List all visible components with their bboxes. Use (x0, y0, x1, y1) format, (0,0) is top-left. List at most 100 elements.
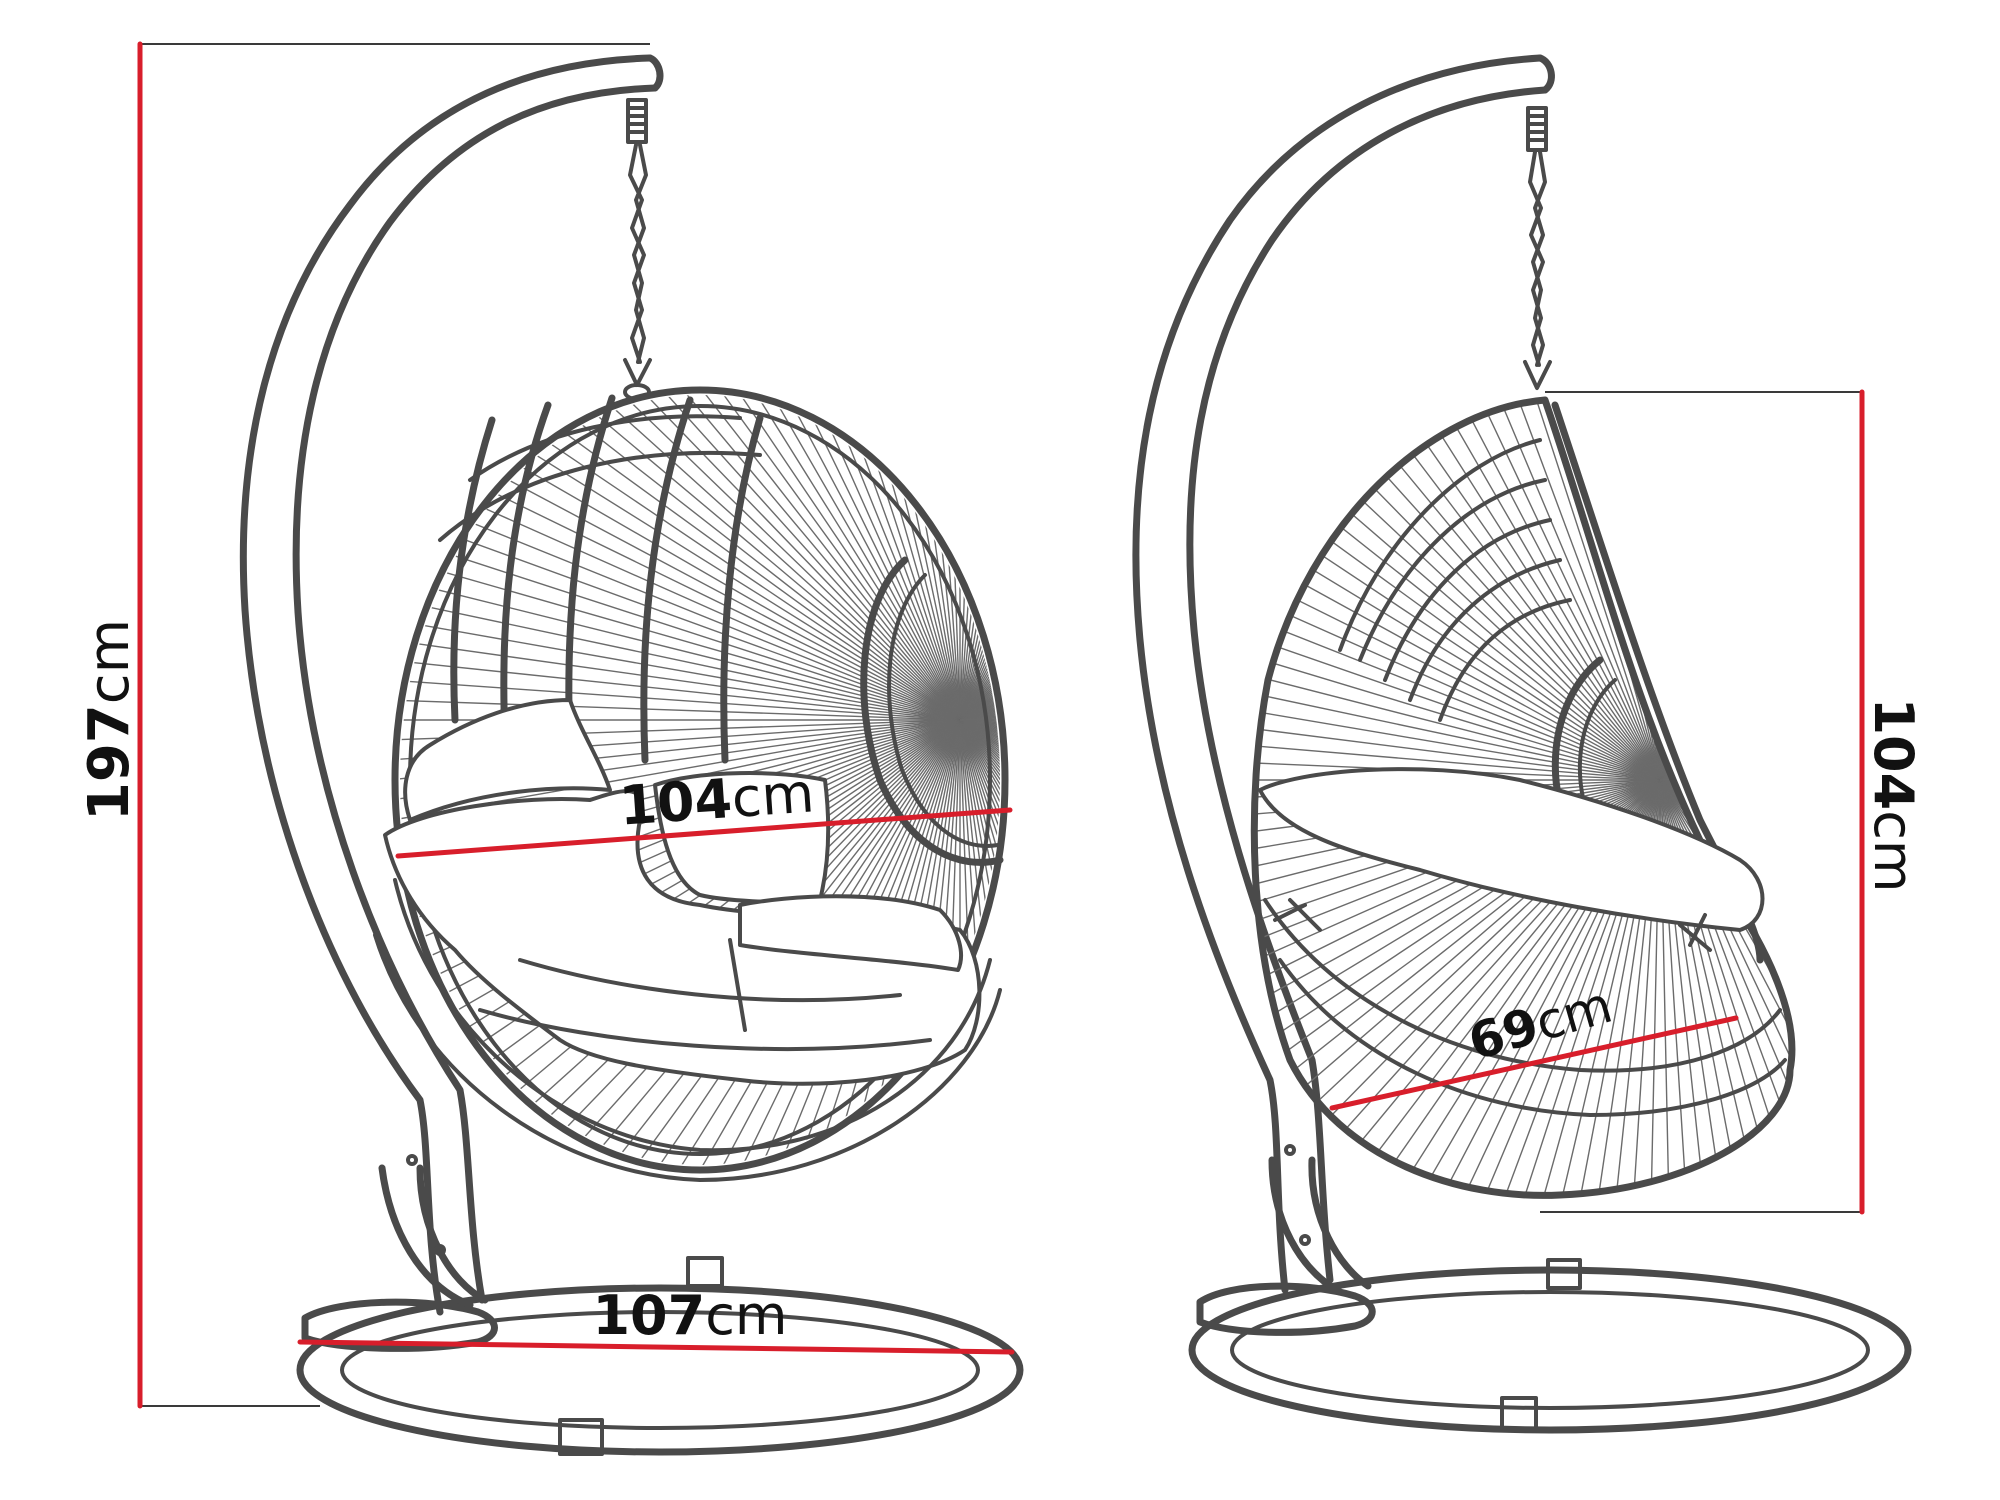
weave-strand (959, 395, 1000, 721)
weave-strand (400, 395, 961, 721)
weave-strand (959, 719, 1000, 1165)
seat-width-label: 104cm (617, 761, 816, 837)
weave-strand (820, 719, 961, 1165)
weave-strand (959, 395, 1000, 721)
weave-strand (1659, 633, 1792, 781)
front-basket-bottom (373, 933, 1002, 1182)
side-view-chair (1132, 54, 1912, 1434)
weave-strand (959, 395, 1000, 721)
weave-strand (959, 719, 1000, 1165)
front-cushions (383, 698, 982, 1086)
weave-strand (400, 395, 961, 721)
side-base-ring (1188, 1258, 1912, 1434)
weave-strand (1254, 400, 1661, 781)
weave-strand (400, 498, 961, 721)
front-chain (623, 98, 652, 401)
weave-strand (400, 395, 961, 721)
weave-strand (400, 608, 961, 721)
weave-strand (1659, 605, 1792, 781)
weave-strand (959, 719, 1000, 1165)
weave-strand (1309, 400, 1661, 781)
weave-strand (659, 395, 961, 721)
weave-strand (1659, 400, 1792, 781)
weave-strand (959, 719, 989, 1165)
weave-strand (1254, 662, 1661, 781)
weave-strand (685, 719, 961, 1165)
weave-strand (1659, 400, 1792, 781)
side-basket (1250, 396, 1796, 1199)
weave-strand (1659, 400, 1705, 781)
weave-strand (1659, 400, 1792, 781)
weave-strand (400, 395, 961, 721)
weave-strand (1659, 400, 1792, 781)
weave-strand (1659, 400, 1792, 781)
weave-strand (1659, 400, 1792, 781)
weave-strand (959, 719, 1000, 1165)
weave-strand (959, 419, 1000, 721)
weave-strand (1254, 577, 1661, 781)
weave-strand (1659, 662, 1792, 781)
weave-strand (1659, 400, 1792, 781)
weave-strand (583, 395, 961, 721)
weave-strand (959, 719, 1000, 1165)
weave-strand (959, 395, 1000, 721)
weave-strand (400, 395, 961, 721)
weave-strand (875, 395, 961, 721)
weave-strand (608, 395, 961, 721)
weave-strand (903, 395, 961, 721)
weave-strand (959, 395, 1000, 721)
weave-strand (959, 395, 1000, 721)
weave-strand (400, 395, 961, 721)
weave-strand (400, 395, 961, 721)
weave-strand (1659, 400, 1792, 781)
weave-strand (959, 719, 1000, 1165)
weave-strand (959, 395, 1000, 721)
weave-strand (848, 395, 961, 721)
weave-strand (400, 445, 961, 721)
weave-strand (535, 395, 961, 721)
dimension-basket-height: 104cm (1540, 389, 1925, 1215)
weave-strand (1659, 416, 1792, 781)
weave-strand (559, 395, 961, 721)
weave-strand (1659, 549, 1792, 781)
weave-strand (1361, 400, 1661, 781)
front-stand-arch (239, 54, 664, 1316)
weave-strand (1254, 468, 1661, 781)
weave-strand (1443, 400, 1661, 781)
front-basket (391, 386, 1009, 1174)
weave-strand (400, 395, 961, 721)
weave-strand (1659, 779, 1792, 840)
weave-strand (959, 395, 1000, 721)
weave-strand (1659, 494, 1792, 781)
weave-strand (1659, 720, 1792, 781)
front-base-ring (296, 1256, 1024, 1456)
weave-strand (931, 395, 961, 721)
weave-strand (1254, 400, 1661, 781)
weave-strand (959, 395, 1000, 721)
weave-strand (633, 395, 961, 721)
weave-strand (1659, 400, 1792, 781)
weave-strand (489, 395, 961, 721)
weave-strand (712, 719, 961, 1165)
dimension-seat-depth: 69cm (1329, 976, 1739, 1111)
weave-strand (1659, 442, 1792, 781)
weave-strand (1254, 521, 1661, 781)
weave-strand (400, 395, 961, 721)
weave-strand (400, 663, 961, 721)
dimension-base-diameter: 107cm (297, 1284, 1015, 1355)
weave-strand (1254, 750, 1661, 781)
weave-strand (400, 635, 961, 721)
weave-strand (1659, 577, 1792, 781)
weave-strand (1659, 521, 1792, 781)
dimension-seat-width: 104cm (395, 761, 1013, 859)
weave-strand (1254, 494, 1661, 781)
weave-strand (1259, 400, 1661, 781)
weave-strand (1388, 400, 1661, 781)
weave-strand (1659, 468, 1792, 781)
weave-strand (1615, 400, 1661, 781)
weave-strand (959, 395, 1000, 721)
weave-strand (400, 472, 961, 721)
weave-strand (1659, 400, 1792, 781)
weave-strand (1659, 400, 1763, 781)
